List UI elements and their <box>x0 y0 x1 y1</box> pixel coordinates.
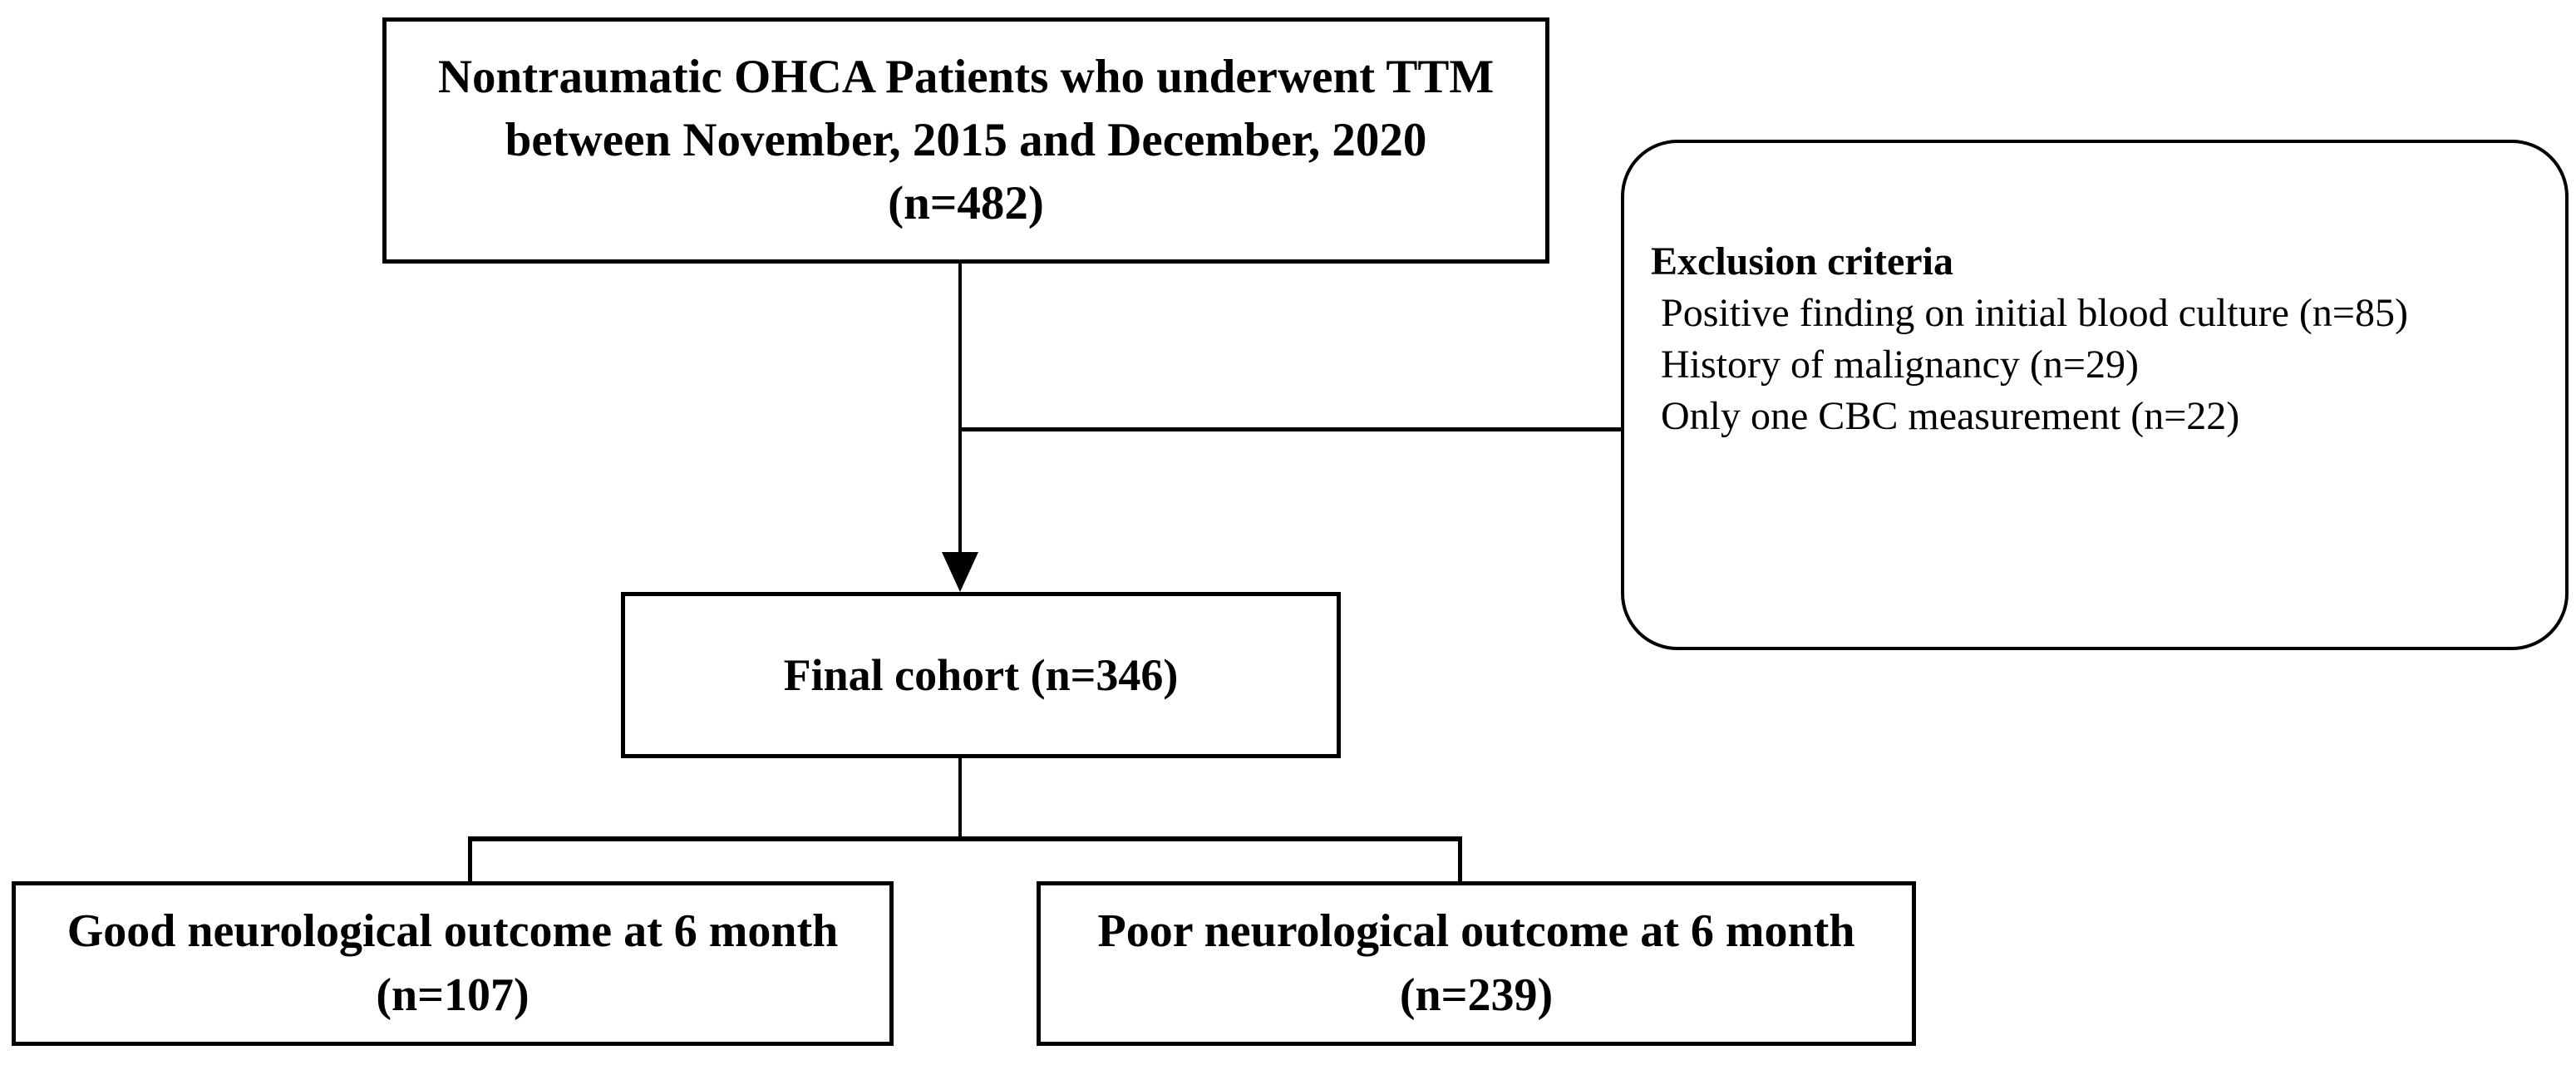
enrollment-box-line-1: Nontraumatic OHCA Patients who underwent… <box>437 51 1495 103</box>
enrollment-box: Nontraumatic OHCA Patients who underwent… <box>382 17 1549 264</box>
enrollment-box-count: (n=482) <box>888 177 1044 229</box>
exclusion-criteria-title: Exclusion criteria <box>1651 239 1953 284</box>
connector-final-vertical-line <box>958 758 962 841</box>
poor-outcome-count: (n=239) <box>1399 969 1554 1021</box>
connector-exclusion-horizontal-line <box>960 427 1621 431</box>
final-cohort-box: Final cohort (n=346) <box>621 592 1341 758</box>
good-outcome-line-1: Good neurological outcome at 6 month <box>66 905 839 957</box>
exclusion-item-cbc: Only one CBC measurement (n=22) <box>1661 394 2240 438</box>
poor-outcome-line-1: Poor neurological outcome at 6 month <box>1097 905 1855 957</box>
connector-branch-right-stub <box>1458 836 1462 883</box>
arrowhead-down-icon <box>942 552 978 592</box>
good-outcome-count: (n=107) <box>376 969 529 1021</box>
exclusion-item-malignancy: History of malignancy (n=29) <box>1661 343 2139 387</box>
exclusion-criteria-box: Exclusion criteria Positive finding on i… <box>1621 140 2569 650</box>
connector-branch-left-stub <box>468 836 472 883</box>
final-cohort-label: Final cohort (n=346) <box>783 650 1179 700</box>
poor-outcome-box: Poor neurological outcome at 6 month (n=… <box>1037 881 1916 1046</box>
connector-branch-horizontal-line <box>468 836 1462 841</box>
exclusion-item-blood-culture: Positive finding on initial blood cultur… <box>1661 291 2408 335</box>
connector-top-vertical-line <box>958 264 962 556</box>
enrollment-box-line-2: between November, 2015 and December, 202… <box>505 114 1427 166</box>
good-outcome-box: Good neurological outcome at 6 month (n=… <box>12 881 894 1046</box>
